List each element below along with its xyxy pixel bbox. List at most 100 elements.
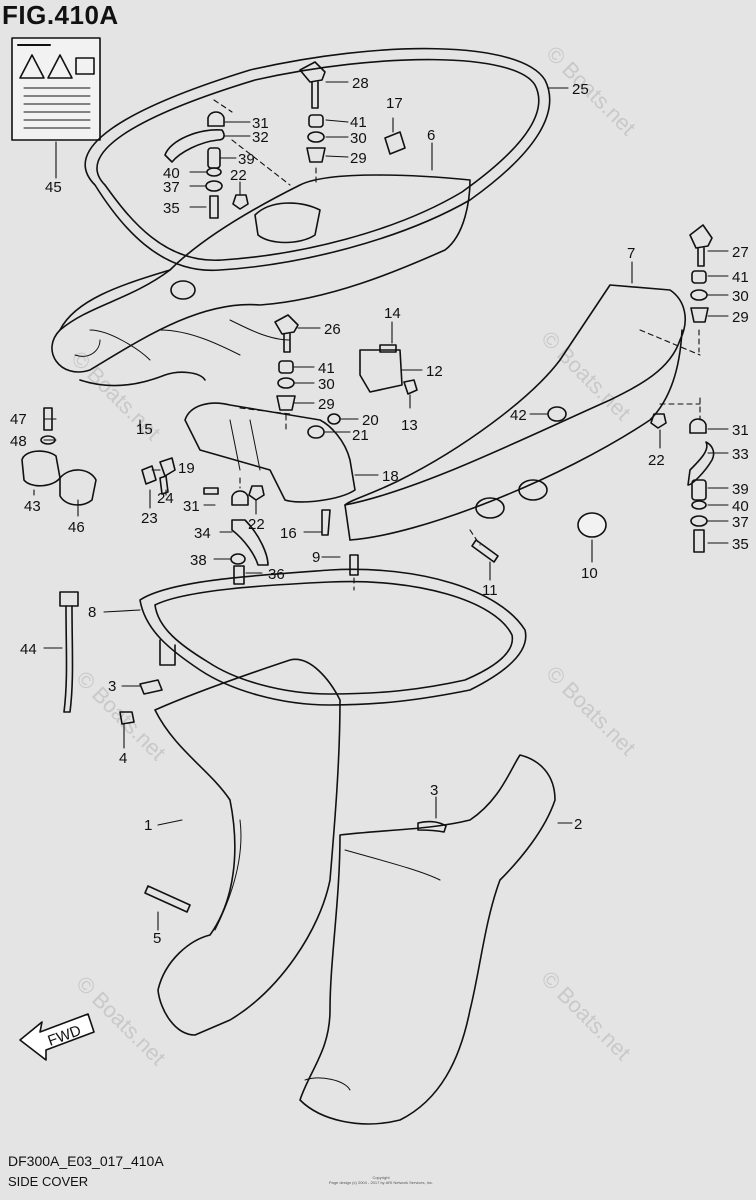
washer-30 [690, 289, 708, 301]
washer-40 [206, 167, 222, 177]
washer-38 [230, 553, 246, 565]
side-cover-7-hole-b [518, 479, 548, 501]
bolt-4 [119, 711, 135, 725]
figure-code: DF300A_E03_017_410A [8, 1153, 164, 1169]
screw-9 [349, 554, 359, 576]
callout-17: 17 [386, 95, 403, 112]
copyright-notice: Copyright Page design (c) 2004 - 2017 by… [316, 1175, 446, 1185]
nut-31 [231, 490, 249, 506]
fwd-label: FWD [46, 1022, 84, 1050]
washer-30 [277, 377, 295, 389]
callout-7: 7 [627, 245, 635, 262]
callout-24: 24 [157, 490, 174, 507]
gasket-frame-8-tab [159, 639, 176, 666]
nut-31 [689, 418, 707, 434]
callout-4: 4 [119, 750, 127, 767]
nut-22 [248, 485, 265, 501]
callout-10: 10 [581, 565, 598, 582]
fwd-arrow-icon: FWD [19, 1013, 95, 1061]
callout-2: 2 [574, 816, 582, 833]
callout-36: 36 [268, 566, 285, 583]
spacer-39 [691, 479, 707, 501]
clip-23 [141, 465, 157, 485]
callout-22: 22 [230, 167, 247, 184]
callout-31: 31 [252, 115, 269, 132]
callout-29: 29 [350, 150, 367, 167]
cable-tie-44-head [59, 591, 79, 607]
front-panel-18 [184, 402, 356, 503]
bolt-47 [43, 407, 53, 431]
callout-5: 5 [153, 930, 161, 947]
connector-43 [21, 450, 61, 487]
callout-1: 1 [144, 817, 152, 834]
callout-31: 31 [732, 422, 749, 439]
nut-31 [207, 111, 225, 127]
spring-41 [278, 360, 294, 374]
washer-37 [690, 515, 708, 527]
washer-30 [307, 131, 325, 143]
callout-47: 47 [10, 411, 27, 428]
top-cover-6-latch [254, 202, 321, 244]
leader-lines [33, 81, 729, 931]
lower-cover-1 [154, 658, 341, 1036]
callout-11: 11 [482, 582, 498, 599]
washer-37 [205, 180, 223, 192]
callout-30: 30 [732, 288, 749, 305]
side-cover-7-lower [349, 329, 683, 541]
bolt-11 [471, 539, 499, 563]
callout-45: 45 [45, 179, 62, 196]
spacer-39 [207, 147, 221, 169]
clip-24 [159, 475, 169, 495]
bracket-34 [231, 519, 269, 566]
clip-3 [139, 679, 163, 695]
washer-20 [327, 413, 341, 425]
callout-22: 22 [648, 452, 665, 469]
callout-33: 33 [732, 446, 749, 463]
callout-labels: 1 2 3 3 4 5 6 7 8 9 10 11 12 13 14 15 16… [10, 75, 749, 947]
callout-13: 13 [401, 417, 418, 434]
clip-3 [417, 820, 447, 833]
callout-23: 23 [141, 510, 158, 527]
watermark: © Boats.net [541, 41, 640, 140]
callout-46: 46 [68, 519, 85, 536]
bracket-12 [359, 349, 403, 393]
callout-42: 42 [510, 407, 527, 424]
callout-40: 40 [732, 498, 749, 515]
copyright-text: Page design (c) 2004 - 2017 by ARI Netwo… [328, 1180, 434, 1185]
callout-28: 28 [352, 75, 369, 92]
callout-35: 35 [732, 536, 749, 553]
side-cover-7 [344, 284, 686, 506]
nut-13 [403, 379, 418, 395]
callout-29: 29 [732, 309, 749, 326]
pad-17 [384, 131, 406, 155]
callout-26: 26 [324, 321, 341, 338]
warning-label-45 [11, 37, 101, 141]
callout-30: 30 [350, 130, 367, 147]
callout-37: 37 [163, 179, 180, 196]
callout-38: 38 [190, 552, 207, 569]
grommet-29 [306, 147, 326, 163]
screw-14 [379, 344, 397, 353]
figure-name: SIDE COVER [8, 1174, 89, 1189]
strip-16 [321, 509, 331, 536]
callout-40: 40 [163, 165, 180, 182]
callout-48: 48 [10, 433, 27, 450]
grommet-29 [690, 307, 709, 323]
callout-15: 15 [136, 421, 153, 438]
callout-39: 39 [238, 151, 255, 168]
seal-25 [84, 47, 551, 272]
callout-41: 41 [350, 114, 367, 131]
washer-40 [691, 500, 707, 510]
grommet-29 [276, 395, 296, 411]
cable-tie-44 [63, 605, 74, 713]
callout-29: 29 [318, 396, 335, 413]
callout-39: 39 [732, 481, 749, 498]
clip-19 [159, 457, 176, 477]
callout-12: 12 [426, 363, 443, 380]
callout-21: 21 [352, 427, 369, 444]
callout-14: 14 [384, 305, 401, 322]
nut-22 [232, 194, 249, 210]
callout-25: 25 [572, 81, 589, 98]
gasket-frame-8 [139, 568, 527, 706]
